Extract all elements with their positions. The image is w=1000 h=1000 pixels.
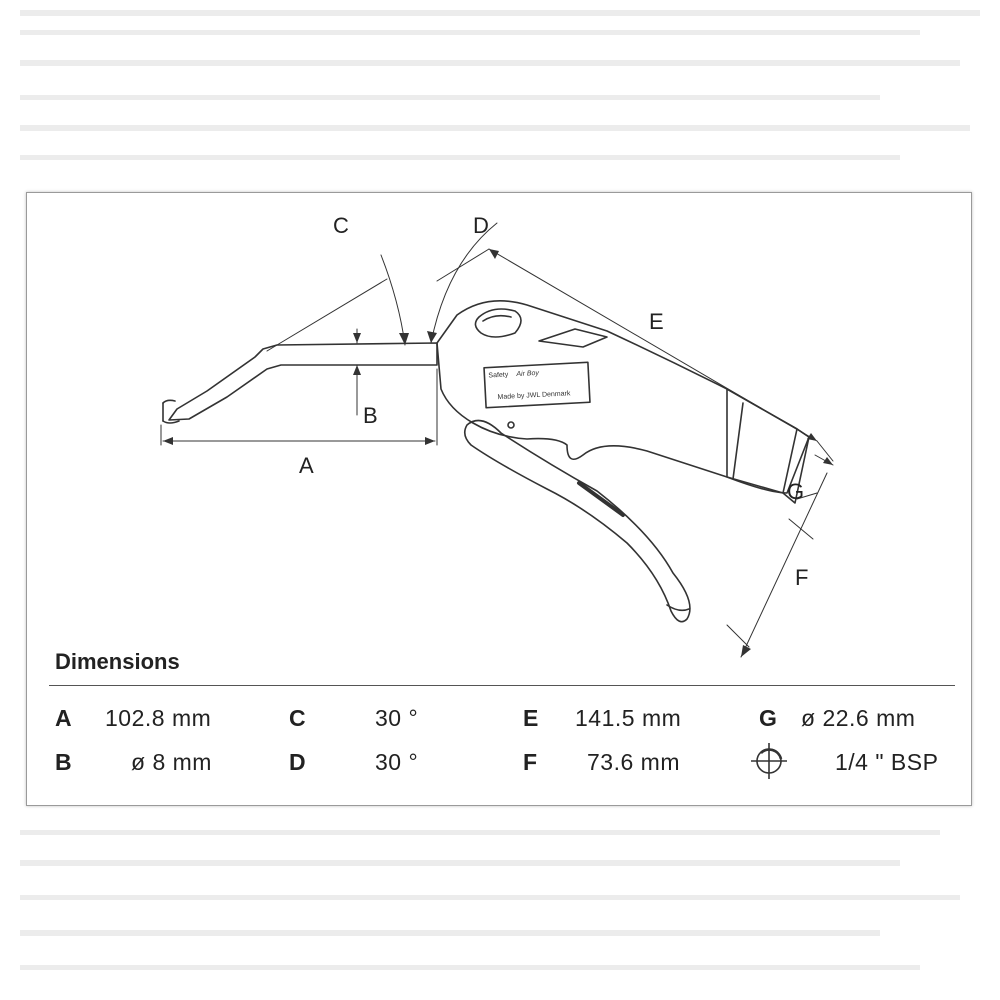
blow-gun-diagram: Safety Air Boy Made by JWL Denmark A B C… — [160, 213, 834, 658]
label-f: F — [795, 565, 808, 590]
dimensions-card: Safety Air Boy Made by JWL Denmark A B C… — [26, 192, 972, 806]
label-e: E — [649, 309, 664, 334]
nozzle-tube — [168, 342, 438, 421]
dim-value-d: 30 ° — [375, 749, 419, 775]
dim-value-b: ø 8 mm — [131, 749, 212, 775]
label-d: D — [473, 213, 489, 238]
label-c: C — [333, 213, 349, 238]
section-title: Dimensions — [55, 649, 180, 674]
plate-brand-prefix: Safety — [488, 371, 509, 379]
dim-label-d: D — [289, 749, 306, 775]
trigger-lever — [463, 419, 691, 623]
label-a: A — [299, 453, 314, 478]
dim-value-g: ø 22.6 mm — [801, 705, 916, 731]
thread-symbol-icon — [751, 743, 787, 779]
dim-label-g: G — [759, 705, 777, 731]
dim-label-c: C — [289, 705, 306, 731]
dim-value-a: 102.8 mm — [105, 705, 212, 731]
dim-label-a: A — [55, 705, 72, 731]
label-g: G — [787, 479, 804, 504]
dim-label-f: F — [523, 749, 538, 775]
dim-value-f: 73.6 mm — [587, 749, 680, 775]
dim-value-e: 141.5 mm — [575, 705, 682, 731]
label-b: B — [363, 403, 378, 428]
dim-value-c: 30 ° — [375, 705, 419, 731]
gun-body — [436, 299, 810, 494]
plate-brand-name: Air Boy — [515, 370, 539, 378]
title-divider — [49, 685, 955, 686]
dim-label-b: B — [55, 749, 72, 775]
plate-made-by: Made by JWL Denmark — [497, 390, 571, 401]
dim-label-e: E — [523, 705, 539, 731]
dim-value-thread: 1/4 " BSP — [835, 749, 939, 775]
